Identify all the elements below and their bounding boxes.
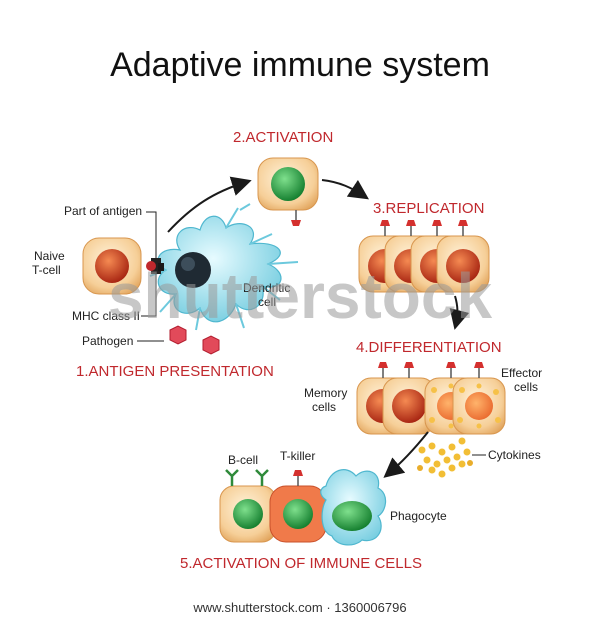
pathogen-icon (169, 325, 220, 355)
cytokines-icon (417, 437, 473, 478)
activated-t-cell (257, 157, 319, 226)
effector-label-line2: cells (514, 380, 538, 394)
phagocyte-cell (320, 469, 387, 546)
t-killer-label: T-killer (280, 449, 315, 463)
effector-cell (452, 362, 506, 435)
t-killer-cell (269, 470, 327, 543)
step2-title: 2.ACTIVATION (233, 129, 333, 146)
naive-label-line2: T-cell (32, 263, 61, 277)
replicated-cell (436, 220, 490, 293)
memory-label-line2: cells (312, 400, 336, 414)
page-title: Adaptive immune system (110, 46, 490, 84)
dendritic-label-line2: cell (258, 295, 276, 309)
effector-label-line1: Effector (501, 366, 542, 380)
mhc-label: MHC class II (72, 309, 140, 323)
step4-title: 4.DIFFERENTIATION (356, 339, 502, 356)
b-cell-label: B-cell (228, 453, 258, 467)
effector-cells (424, 362, 506, 435)
cytokines-label: Cytokines (488, 448, 541, 462)
memory-cells (356, 362, 436, 435)
mhc-antigen-complex (146, 258, 164, 274)
memory-cell (382, 362, 436, 435)
step3-title: 3.REPLICATION (373, 200, 484, 217)
phagocyte-label: Phagocyte (390, 509, 447, 523)
step5-title: 5.ACTIVATION OF IMMUNE CELLS (180, 555, 422, 572)
part-of-antigen-label: Part of antigen (64, 204, 142, 218)
naive-label-line1: Naive (34, 249, 65, 263)
memory-label-line1: Memory (304, 386, 347, 400)
naive-t-cell (82, 237, 142, 295)
pathogen-label: Pathogen (82, 334, 133, 348)
footer-credit: www.shutterstock.com · 1360006796 (192, 600, 406, 615)
replicated-cells (358, 220, 490, 293)
watermark: shutterstock (108, 260, 493, 332)
dendritic-label-line1: Dendritic (243, 281, 290, 295)
step1-title: 1.ANTIGEN PRESENTATION (76, 363, 274, 380)
b-cell (219, 469, 277, 543)
